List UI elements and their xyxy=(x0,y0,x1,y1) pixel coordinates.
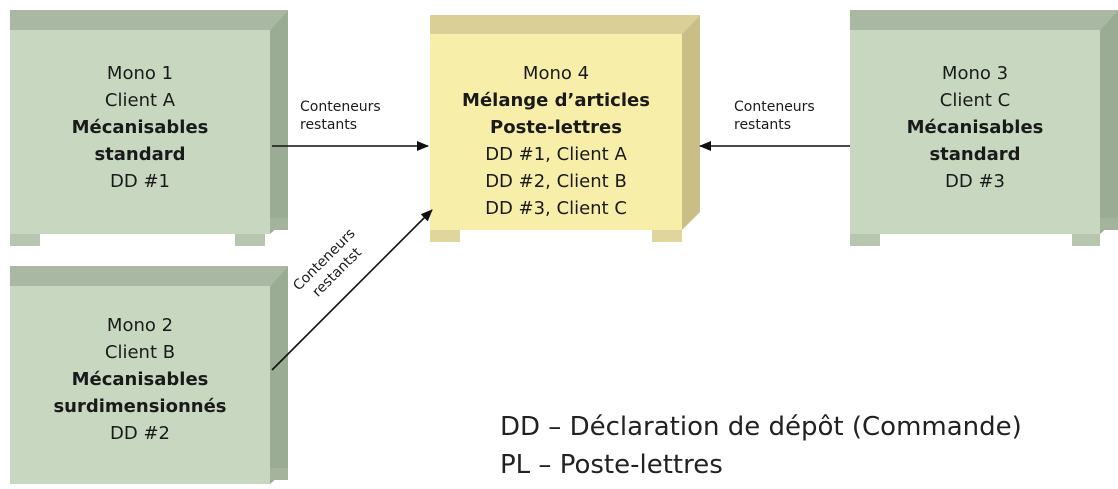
arrow-label-mono-3: Conteneurs restants xyxy=(734,98,815,134)
mono-4-text: Mono 4 Mélange d’articles Poste-lettres … xyxy=(430,60,682,222)
arrow-label-mono-1-line-1: Conteneurs xyxy=(300,99,381,115)
legend: DD – Déclaration de dépôt (Commande) PL … xyxy=(500,408,1022,484)
mono-2-text: Mono 2 Client B Mécanisables surdimensio… xyxy=(10,312,270,447)
mono-2-category-2: surdimensionnés xyxy=(53,396,227,417)
mono-2-client: Client B xyxy=(104,342,176,363)
arrow-mono2-to-mono4 xyxy=(271,209,433,371)
mono-1-dd: DD #1 xyxy=(110,171,170,192)
mono-1-category-2: standard xyxy=(94,144,186,165)
mono-4-line-1: Mélange d’articles xyxy=(462,90,650,111)
mono-1-client: Client A xyxy=(104,90,176,111)
container-mono-3 xyxy=(850,10,1118,246)
arrow-label-mono-1-line-2: restants xyxy=(300,117,358,133)
mono-2-title: Mono 2 xyxy=(106,315,174,336)
mono-4-title: Mono 4 xyxy=(522,63,590,84)
mono-3-category: Mécanisables xyxy=(906,117,1044,138)
mono-2-category: Mécanisables xyxy=(71,369,209,390)
mono-4-dd-2: DD #2, Client B xyxy=(485,171,627,192)
mono-3-client: Client C xyxy=(939,90,1011,111)
mono-4-dd-1: DD #1, Client A xyxy=(485,144,627,165)
mono-3-title: Mono 3 xyxy=(941,63,1009,84)
mono-1-title: Mono 1 xyxy=(106,63,174,84)
mono-3-dd: DD #3 xyxy=(945,171,1005,192)
mono-4-line-2: Poste-lettres xyxy=(490,117,622,138)
mono-3-text: Mono 3 Client C Mécanisables standard DD… xyxy=(850,60,1100,195)
container-mono-2 xyxy=(10,266,288,484)
mono-3-category-2: standard xyxy=(929,144,1021,165)
mono-1-category: Mécanisables xyxy=(71,117,209,138)
container-mono-1 xyxy=(10,10,288,246)
arrow-label-mono-3-line-2: restants xyxy=(734,117,792,133)
arrow-label-mono-1: Conteneurs restants xyxy=(300,98,381,134)
mono-4-dd-3: DD #3, Client C xyxy=(485,198,627,219)
legend-dd: DD – Déclaration de dépôt (Commande) xyxy=(500,412,1022,442)
legend-pl: PL – Poste-lettres xyxy=(500,450,723,480)
container-mono-4 xyxy=(430,15,700,242)
arrow-label-mono-3-line-1: Conteneurs xyxy=(734,99,815,115)
mono-2-dd: DD #2 xyxy=(110,423,170,444)
mono-1-text: Mono 1 Client A Mécanisables standard DD… xyxy=(10,60,270,195)
